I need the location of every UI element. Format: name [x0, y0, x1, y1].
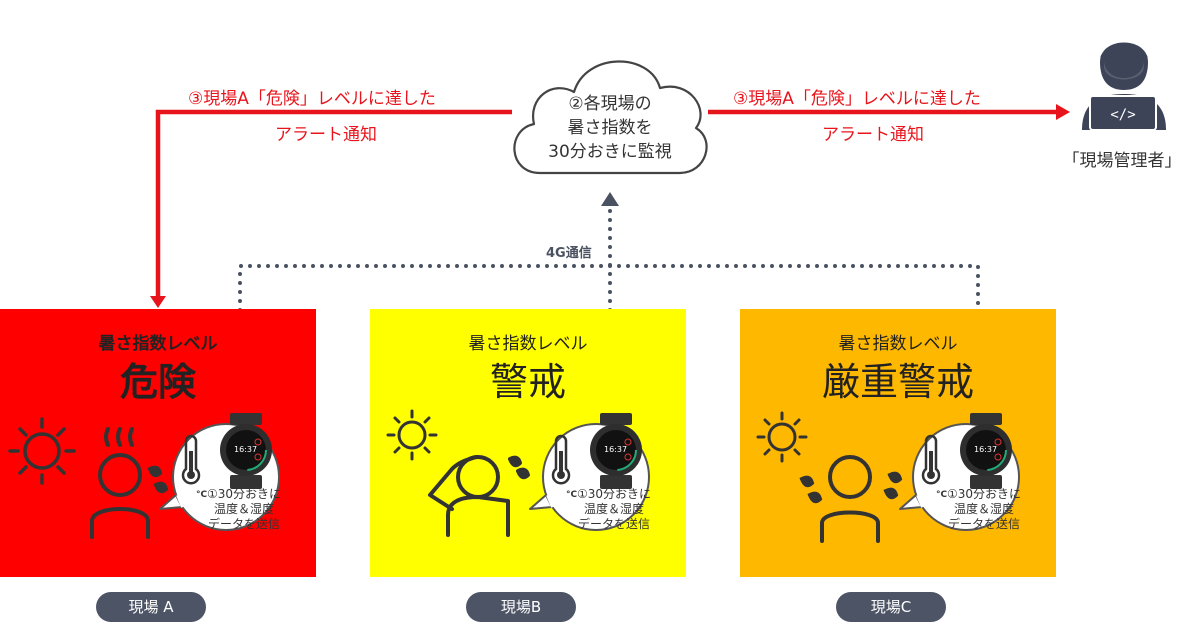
site-a-panel: °C 暑さ指数レベル 危険 16:37 ①30分おきに 温度＆湿度 データを送信 [0, 309, 316, 577]
site-b-heading: 暑さ指数レベル [468, 334, 588, 354]
site-b-bubble: ①30分おきに 温度＆湿度 データを送信 [568, 487, 660, 532]
cloud-line3: 30分おきに監視 [548, 142, 672, 162]
site-a-bubble: ①30分おきに 温度＆湿度 データを送信 [198, 487, 290, 532]
site-c-pill: 現場C [836, 592, 946, 622]
svg-text:°C: °C [936, 490, 948, 500]
site-c-heading: 暑さ指数レベル [838, 334, 958, 354]
cloud-line1: ②各現場の [568, 94, 652, 114]
site-b-level: 警戒 [489, 360, 566, 404]
overheated-person-icon [90, 427, 169, 539]
thermometer-icon: °C [181, 434, 208, 500]
sun-icon [8, 417, 76, 485]
alert-left-line2: アラート通知 [275, 125, 377, 145]
site-b-panel: °C 暑さ指数レベル 警戒 16:37 ①30分おきに 温度＆湿度 データを送信 [370, 309, 686, 577]
svg-text:°C: °C [566, 490, 578, 500]
bubble-line3: データを送信 [947, 517, 1020, 531]
thermometer-icon: °C [551, 434, 578, 500]
thermometer-icon: °C [921, 434, 948, 500]
watch-time: 16:37 [234, 445, 258, 454]
site-a-level: 危険 [119, 360, 196, 404]
smartwatch-icon [220, 413, 272, 489]
sun-icon [386, 409, 438, 461]
4g-label: 4G通信 [546, 246, 592, 261]
alert-left-line1: ③現場A「危険」レベルに達した [188, 89, 436, 109]
alert-arrow-left [155, 109, 512, 298]
manager-icon: </> [1082, 42, 1166, 131]
site-c-illustration: °C [756, 411, 1020, 543]
site-c-bubble: ①30分おきに 温度＆湿度 データを送信 [938, 487, 1030, 532]
smartwatch-icon [590, 413, 642, 489]
alert-arrowhead-left [150, 296, 166, 308]
site-a-heading: 暑さ指数レベル [98, 334, 218, 354]
bubble-line3: データを送信 [577, 517, 650, 531]
bubble-line3: データを送信 [207, 517, 280, 531]
watch-time: 16:37 [974, 445, 998, 454]
site-b-illustration: °C [386, 409, 650, 537]
smartwatch-icon [960, 413, 1012, 489]
alert-arrowhead-right [1056, 104, 1070, 120]
bubble-line2: 温度＆湿度 [213, 502, 274, 516]
site-c-level: 厳重警戒 [821, 360, 974, 404]
sun-icon [756, 411, 808, 463]
wiping-sweat-person-icon [428, 455, 530, 537]
cloud-line2: 暑さ指数を [567, 118, 653, 138]
cloud-label: ②各現場の 暑さ指数を 30分おきに監視 [520, 92, 700, 164]
cloud-shape [513, 60, 708, 175]
site-a-illustration: °C [8, 413, 280, 539]
manager-label: 「現場管理者」 [1062, 151, 1182, 171]
bubble-line2: 温度＆湿度 [953, 502, 1014, 516]
sweating-person-icon [799, 455, 903, 543]
site-b-pill: 現場B [466, 592, 576, 622]
bubble-line1: ①30分おきに [576, 487, 652, 501]
alert-right-line2: アラート通知 [822, 125, 924, 145]
site-a-pill: 現場 A [96, 592, 206, 622]
bubble-line1: ①30分おきに [946, 487, 1022, 501]
code-icon: </> [1110, 107, 1135, 123]
watch-time: 16:37 [604, 445, 628, 454]
site-c-panel: °C 暑さ指数レベル 厳重警戒 16:37 ①30分おきに 温度＆湿度 データを… [740, 309, 1056, 577]
svg-text:°C: °C [196, 490, 208, 500]
4g-arrowhead-up [601, 192, 619, 206]
alert-right-line1: ③現場A「危険」レベルに達した [733, 89, 981, 109]
bubble-line2: 温度＆湿度 [583, 502, 644, 516]
bubble-line1: ①30分おきに [206, 487, 282, 501]
